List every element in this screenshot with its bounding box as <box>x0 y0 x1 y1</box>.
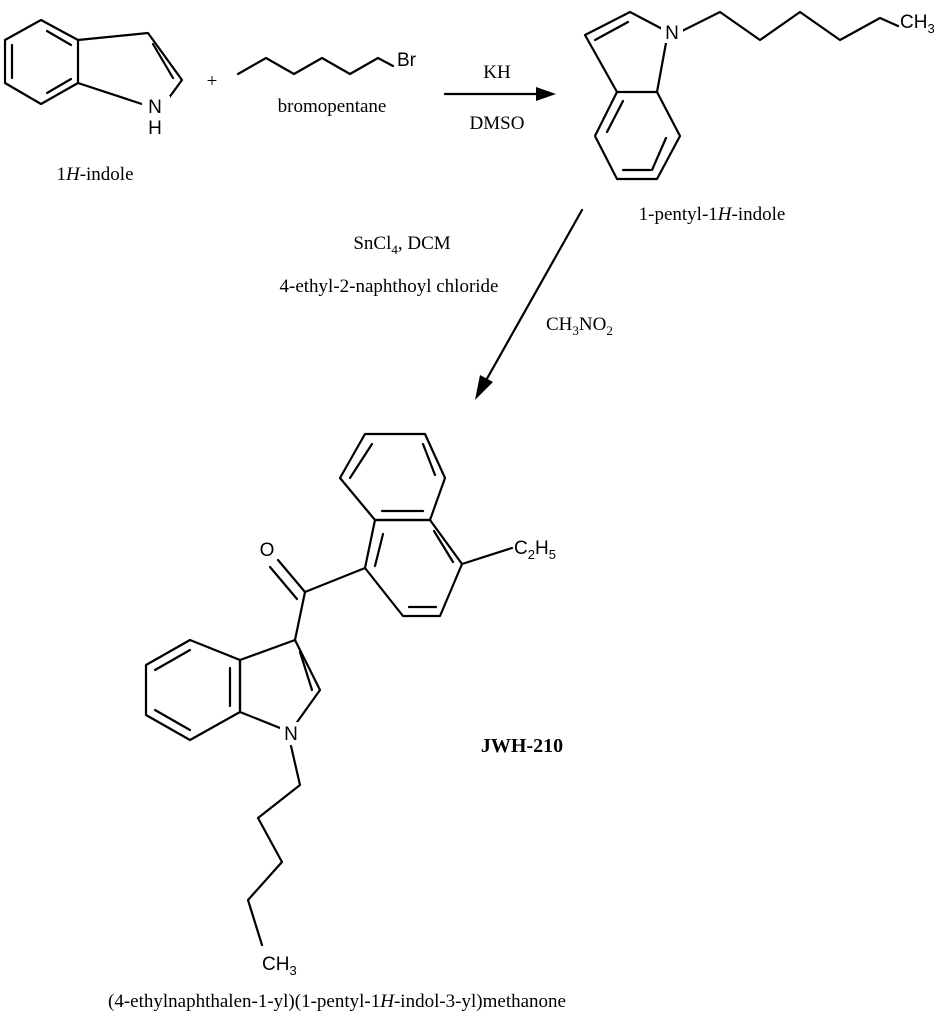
product-structure: C2H5 O N CH3 <box>144 432 556 978</box>
bromopentane-name: bromopentane <box>278 96 387 117</box>
bromine-label: Br <box>397 50 417 71</box>
pentylindole-ch3-label: CH3 <box>900 12 935 36</box>
plus-sign: + <box>207 71 218 92</box>
step2-reagent-naphthoyl-chloride: 4-ethyl-2-naphthoyl chloride <box>280 276 499 297</box>
pentylindole-n-label: N <box>665 23 679 44</box>
step1-arrow <box>443 87 556 101</box>
product-ch3-label: CH3 <box>262 954 297 978</box>
pentylindole-name: 1-pentyl-1H-indole <box>639 204 786 225</box>
indole-nh-label: N <box>148 97 162 118</box>
step2-solvent-ch3no2: CH3NO2 <box>546 314 613 338</box>
bromopentane-structure: Br <box>236 50 417 76</box>
product-code: JWH-210 <box>481 735 563 757</box>
step1-reagent-kh: KH <box>483 62 511 83</box>
pentylindole-structure: N CH3 <box>583 10 935 181</box>
step1-solvent-dmso: DMSO <box>470 113 525 134</box>
step2-arrow <box>475 208 584 400</box>
indole-h-label: H <box>148 118 162 139</box>
indole-name: 1H-indole <box>56 164 133 185</box>
step2-reagent-sncl4-dcm: SnCl4, DCM <box>353 233 450 257</box>
ethyl-label: C2H5 <box>514 538 556 562</box>
carbonyl-oxygen-label: O <box>260 540 275 561</box>
product-iupac-name: (4-ethylnaphthalen-1-yl)(1-pentyl-1H-ind… <box>108 991 566 1012</box>
product-n-label: N <box>284 724 298 745</box>
indole-structure: N H <box>3 18 184 139</box>
